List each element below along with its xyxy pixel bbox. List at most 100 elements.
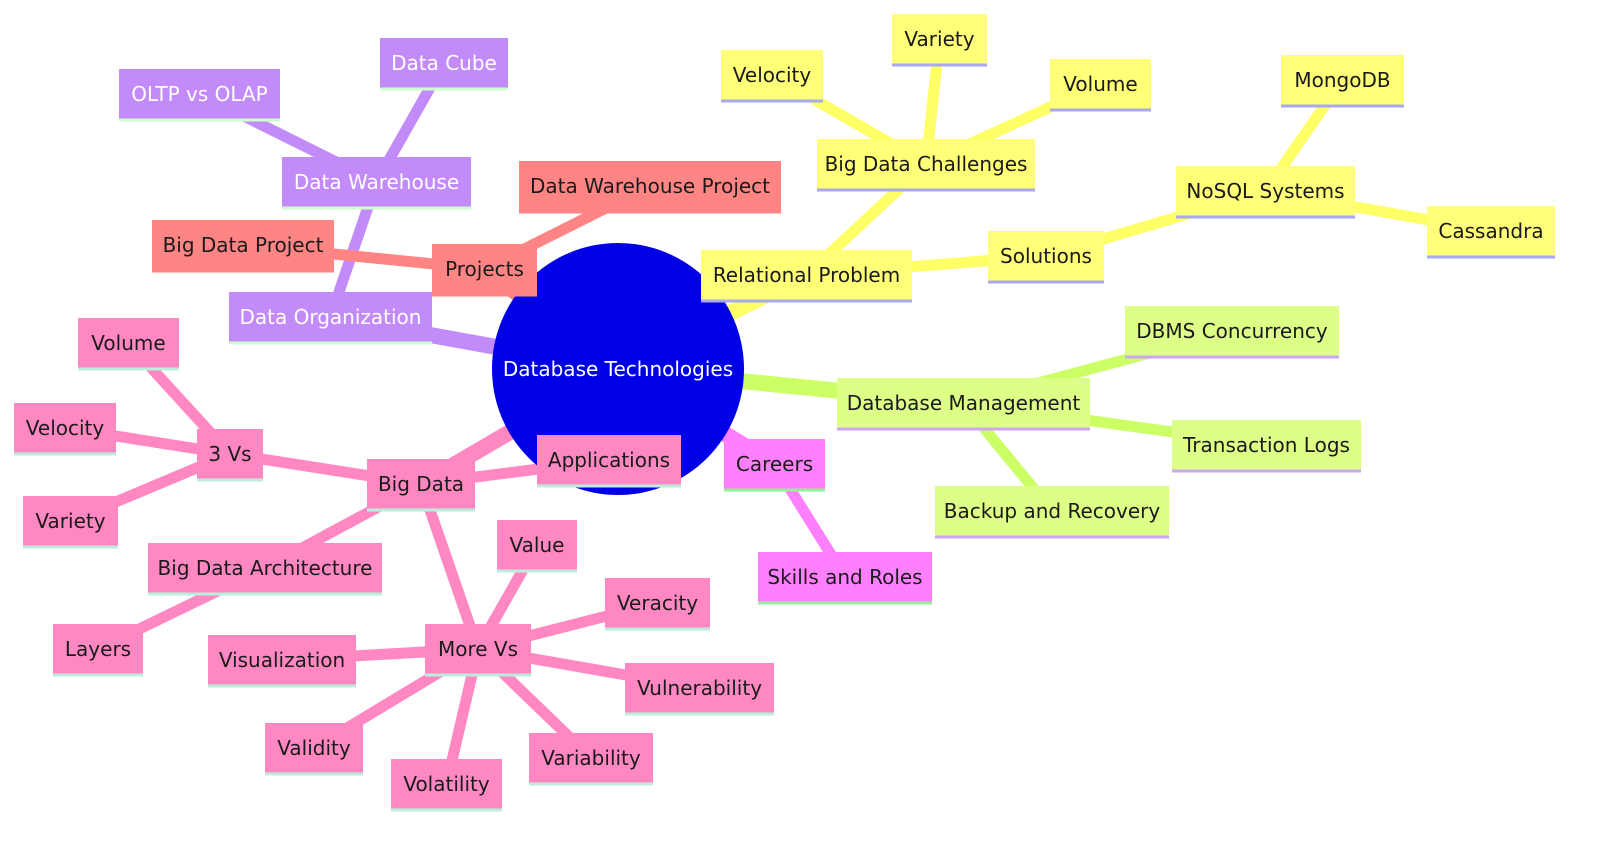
node-label: Layers <box>65 637 131 661</box>
node-box <box>119 69 280 119</box>
node-box <box>1050 59 1151 109</box>
node-label: Applications <box>548 448 670 472</box>
node-box <box>265 723 363 773</box>
node-label: Transaction Logs <box>1182 433 1350 457</box>
root-node[interactable]: Database Technologies <box>492 243 744 495</box>
node-layers[interactable]: Layers <box>53 624 143 677</box>
node-volume-p[interactable]: Volume <box>78 318 179 371</box>
node-cassandra[interactable]: Cassandra <box>1427 206 1555 259</box>
node-box <box>537 435 681 485</box>
node-box <box>23 496 118 546</box>
node-veracity[interactable]: Veracity <box>605 578 710 631</box>
node-label: Backup and Recovery <box>944 499 1161 523</box>
node-label: Data Cube <box>391 51 497 75</box>
node-box <box>988 231 1104 281</box>
node-box <box>758 552 932 602</box>
node-velocity-p[interactable]: Velocity <box>14 403 116 456</box>
node-projects[interactable]: Projects <box>432 244 537 297</box>
node-more-vs[interactable]: More Vs <box>425 624 531 677</box>
node-label: Visualization <box>219 648 345 672</box>
node-label: Relational Problem <box>713 263 900 287</box>
node-box <box>208 635 356 685</box>
node-label: Cassandra <box>1438 219 1543 243</box>
node-label: Vulnerability <box>637 676 762 700</box>
node-velocity-y[interactable]: Velocity <box>721 50 823 103</box>
node-skills-roles[interactable]: Skills and Roles <box>758 552 932 605</box>
node-big-data-challenges[interactable]: Big Data Challenges <box>817 139 1035 192</box>
node-box <box>625 663 774 713</box>
node-box <box>197 429 263 479</box>
node-volatility[interactable]: Volatility <box>391 759 502 812</box>
node-label: Volume <box>1063 72 1137 96</box>
node-validity[interactable]: Validity <box>265 723 363 776</box>
node-label: 3 Vs <box>208 442 251 466</box>
node-relational-problem[interactable]: Relational Problem <box>701 250 912 303</box>
node-label: Skills and Roles <box>767 565 922 589</box>
node-box <box>1281 55 1404 105</box>
node-label: Data Warehouse Project <box>530 174 770 198</box>
node-box <box>1427 206 1555 256</box>
node-data-organization[interactable]: Data Organization <box>229 292 432 345</box>
node-box <box>282 157 471 207</box>
node-applications[interactable]: Applications <box>537 435 681 488</box>
node-label: Database Management <box>847 391 1081 415</box>
node-label: More Vs <box>438 637 518 661</box>
node-data-warehouse-project[interactable]: Data Warehouse Project <box>519 161 781 214</box>
node-box <box>721 50 823 100</box>
node-label: Data Organization <box>240 305 422 329</box>
node-data-cube[interactable]: Data Cube <box>380 38 508 91</box>
node-label: Variety <box>904 27 974 51</box>
node-label: Solutions <box>1000 244 1092 268</box>
node-label: OLTP vs OLAP <box>131 82 267 106</box>
node-box <box>380 38 508 88</box>
node-volume-y[interactable]: Volume <box>1050 59 1151 112</box>
node-label: Big Data Challenges <box>825 152 1028 176</box>
node-label: Velocity <box>26 416 105 440</box>
node-big-data[interactable]: Big Data <box>367 459 475 512</box>
node-box <box>701 250 912 300</box>
node-label: NoSQL Systems <box>1186 179 1344 203</box>
node-label: DBMS Concurrency <box>1136 319 1328 343</box>
node-box <box>432 244 537 294</box>
node-big-data-architecture[interactable]: Big Data Architecture <box>148 543 382 596</box>
root-circle <box>492 243 744 495</box>
node-value[interactable]: Value <box>497 520 577 573</box>
node-box <box>425 624 531 674</box>
node-box <box>152 220 334 270</box>
node-nosql-systems[interactable]: NoSQL Systems <box>1176 166 1355 219</box>
node-box <box>78 318 179 368</box>
node-box <box>1176 166 1355 216</box>
node-variability[interactable]: Variability <box>529 733 653 786</box>
node-variety-y[interactable]: Variety <box>892 14 987 67</box>
node-variety-p[interactable]: Variety <box>23 496 118 549</box>
node-big-data-project[interactable]: Big Data Project <box>152 220 334 273</box>
node-backup-recovery[interactable]: Backup and Recovery <box>935 486 1169 539</box>
node-vulnerability[interactable]: Vulnerability <box>625 663 774 716</box>
node-label: Careers <box>736 452 813 476</box>
node-dbms-concurrency[interactable]: DBMS Concurrency <box>1125 306 1339 359</box>
node-label: Data Warehouse <box>294 170 459 194</box>
node-box <box>229 292 432 342</box>
node-box <box>53 624 143 674</box>
node-label: Variety <box>35 509 105 533</box>
node-visualization[interactable]: Visualization <box>208 635 356 688</box>
node-mongodb[interactable]: MongoDB <box>1281 55 1404 108</box>
node-three-vs[interactable]: 3 Vs <box>197 429 263 482</box>
node-data-warehouse[interactable]: Data Warehouse <box>282 157 471 210</box>
node-label: Value <box>510 533 565 557</box>
node-transaction-logs[interactable]: Transaction Logs <box>1172 420 1361 473</box>
node-label: Volatility <box>403 772 490 796</box>
node-box <box>935 486 1169 536</box>
node-solutions[interactable]: Solutions <box>988 231 1104 284</box>
node-oltp-olap[interactable]: OLTP vs OLAP <box>119 69 280 122</box>
node-box <box>724 439 825 489</box>
node-label: Veracity <box>617 591 698 615</box>
node-label: Velocity <box>733 63 812 87</box>
node-careers[interactable]: Careers <box>724 439 825 492</box>
node-box <box>529 733 653 783</box>
node-box <box>605 578 710 628</box>
node-box <box>837 378 1090 428</box>
node-box <box>391 759 502 809</box>
node-database-management[interactable]: Database Management <box>837 378 1090 431</box>
